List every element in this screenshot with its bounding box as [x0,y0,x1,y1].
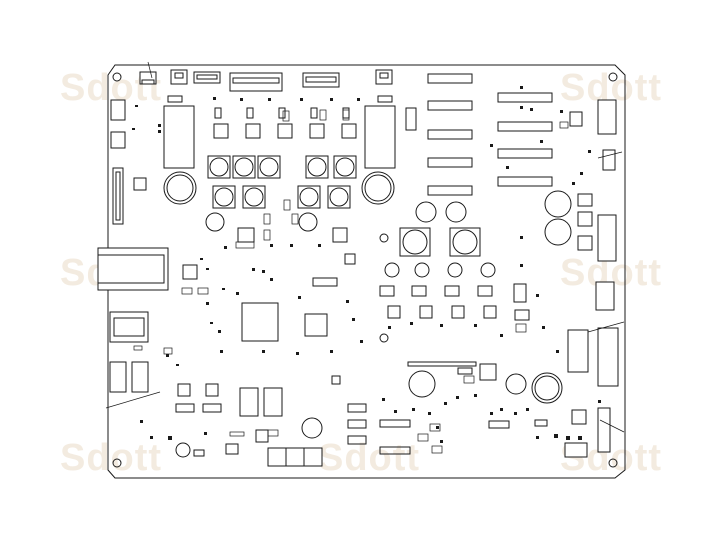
watermark-bottom-left: Sdott [60,437,162,479]
mounting-holes [112,72,618,468]
right-connectors [564,99,619,458]
watermark-bottom-center: Sdott [318,437,420,479]
board-outline [107,64,626,479]
left-connectors [97,99,169,393]
medium-capacitors [175,201,496,458]
smd-parts [132,86,601,443]
top-connectors [139,69,553,196]
smd-outlined-parts [133,109,569,454]
large-capacitors [163,171,572,439]
relay-blocks [163,105,396,467]
ic-row-top [213,107,357,139]
header-strips [141,79,548,457]
square-capacitors [207,155,481,257]
leader-lines [105,61,625,433]
driver-ics [133,111,593,455]
